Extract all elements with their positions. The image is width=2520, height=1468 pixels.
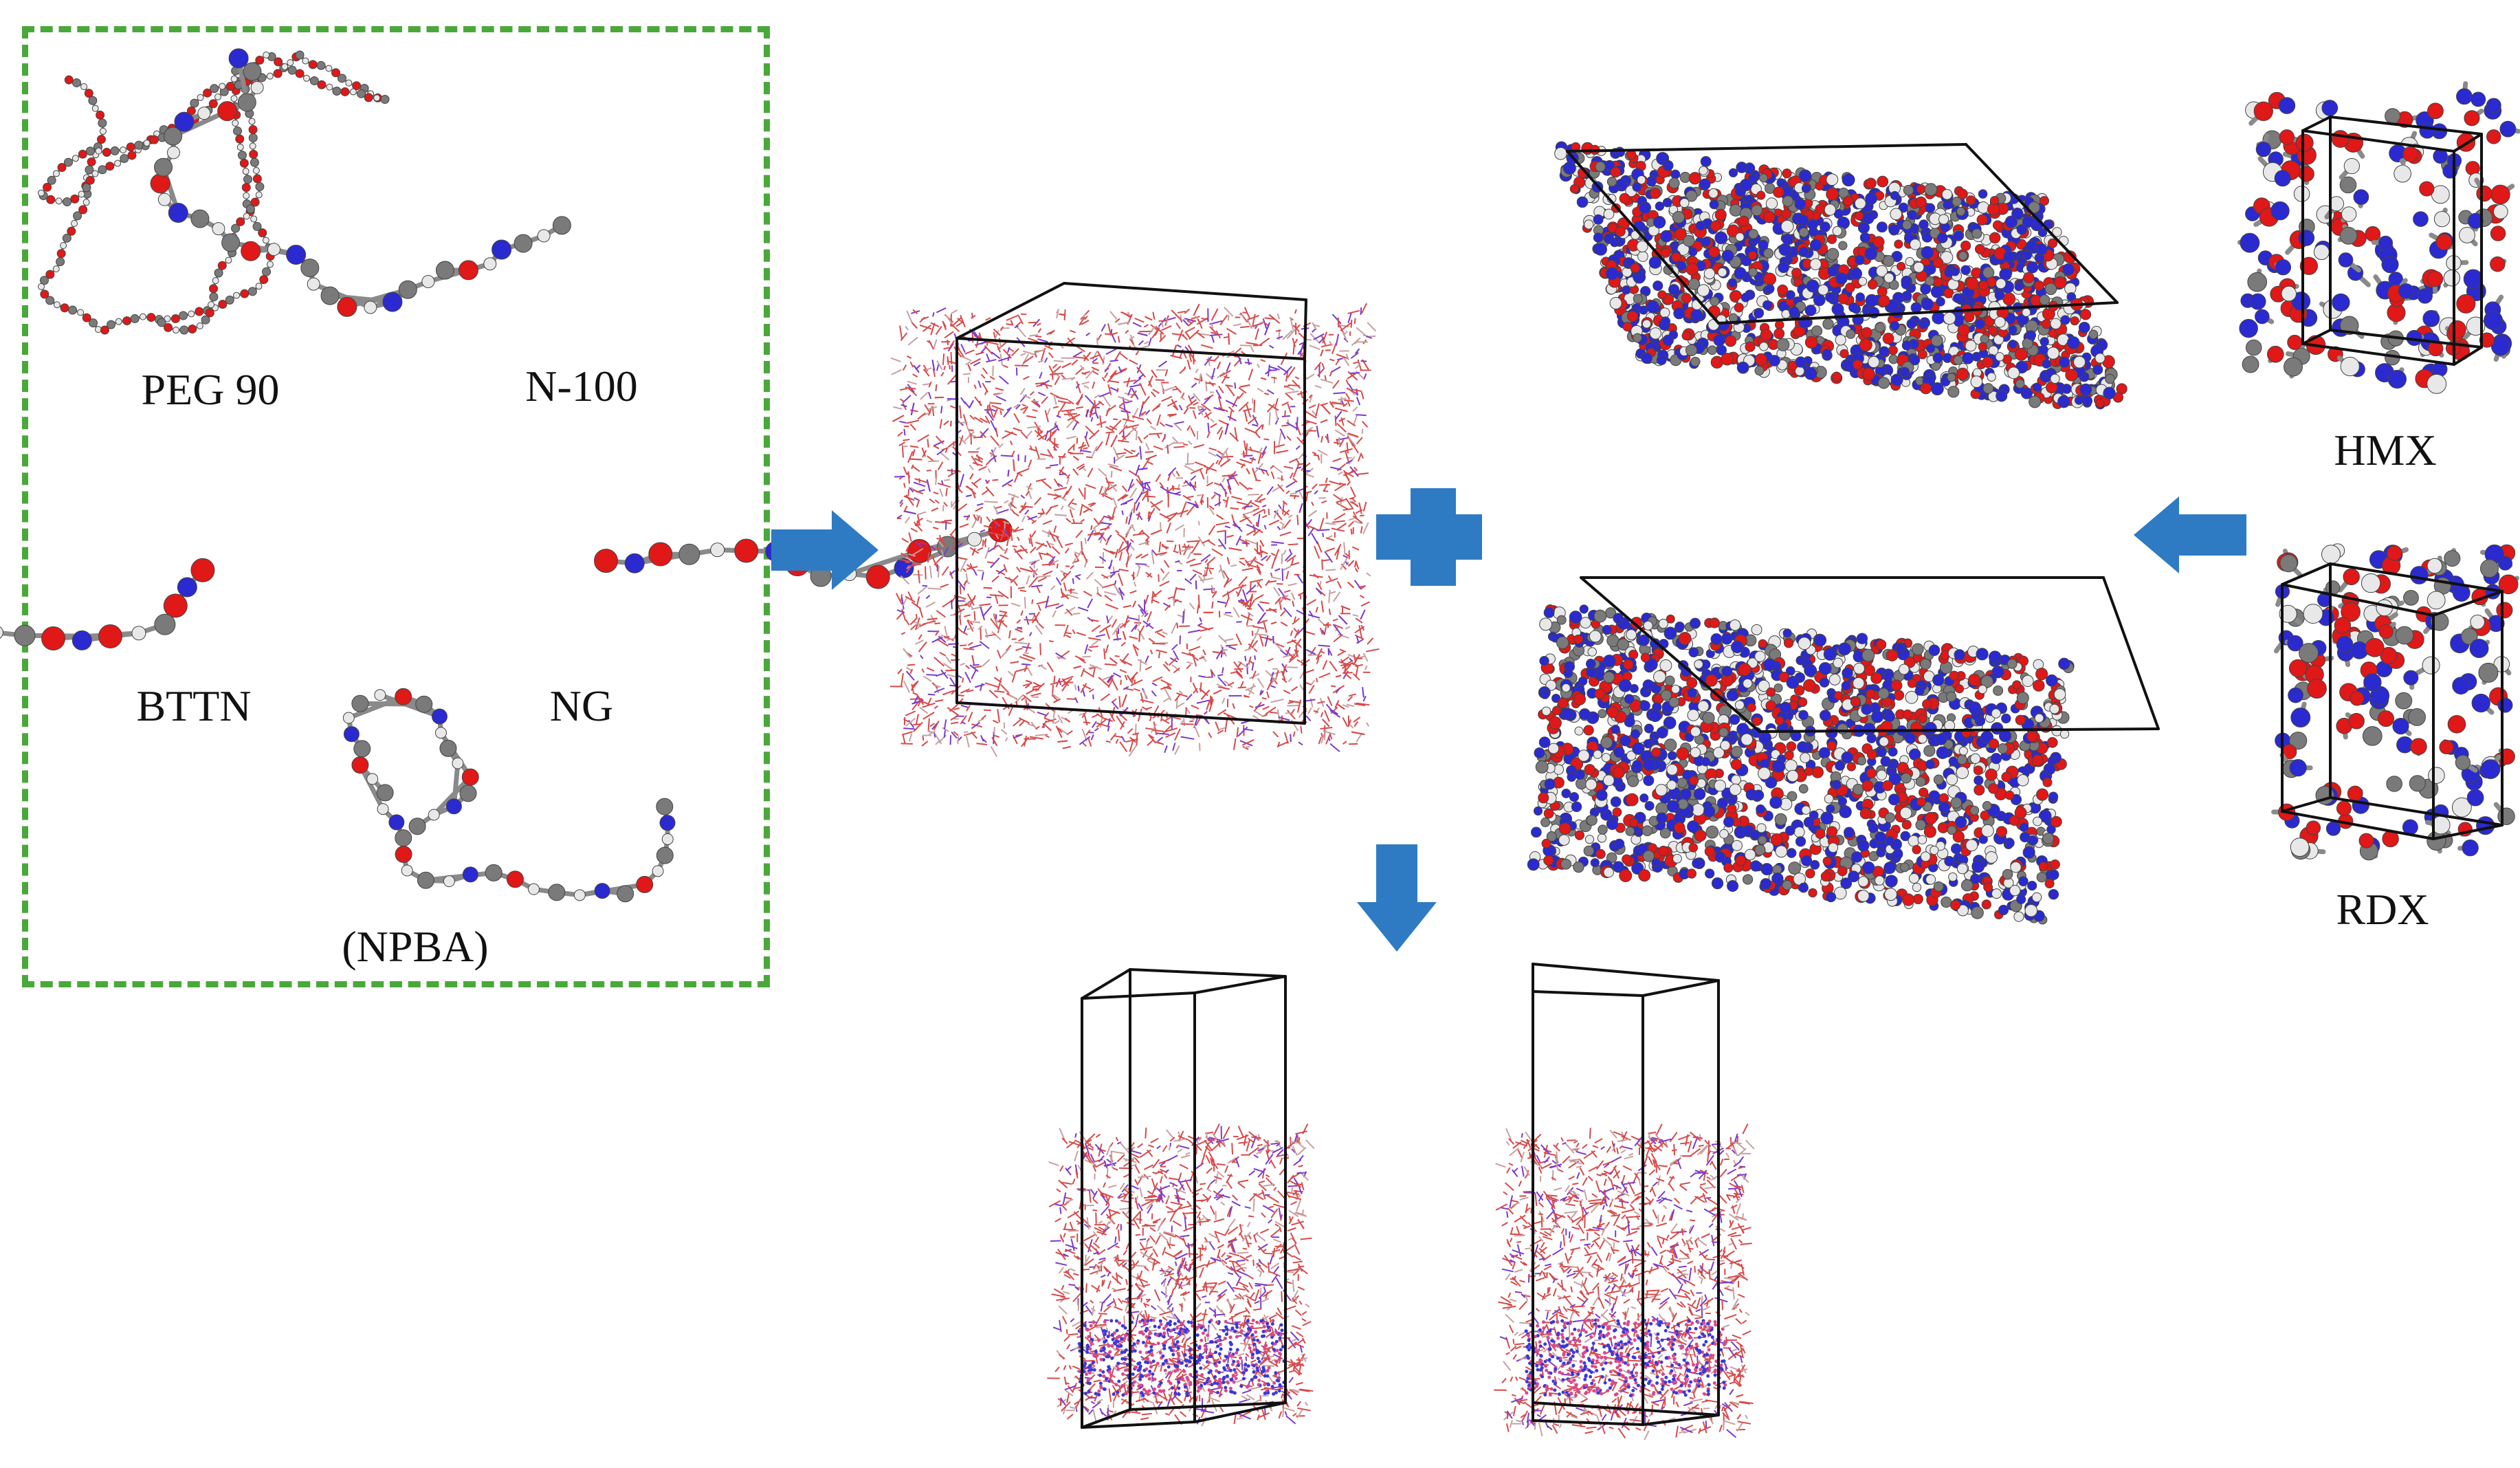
- npba-molecule: [342, 688, 676, 903]
- label-rdx: RDX: [2336, 885, 2429, 934]
- label-hmx: HMX: [2334, 426, 2437, 474]
- rdx-binder-interface-model: [1494, 963, 1755, 1440]
- hmx-binder-interface-model: [1047, 968, 1315, 1429]
- hmx-crystal-slab: [1554, 141, 2127, 410]
- label-ng: NG: [549, 681, 614, 730]
- label-peg90: PEG 90: [141, 365, 280, 414]
- peg90-molecule: [38, 50, 390, 335]
- binder-components-box: [22, 26, 770, 987]
- rdx-crystal-slab: [1527, 576, 2160, 925]
- n100-molecule: [150, 48, 571, 317]
- label-npba: (NPBA): [342, 922, 489, 971]
- label-n100: N-100: [525, 362, 638, 410]
- arrow-down-icon: [1357, 844, 1437, 952]
- plus-icon: [1376, 488, 1482, 586]
- arrow-left-icon: [2134, 496, 2246, 573]
- rdx-unit-cell: [2271, 543, 2520, 861]
- label-bttn: BTTN: [136, 681, 252, 730]
- hmx-unit-cell: [2237, 81, 2520, 394]
- bttn-molecule: [0, 558, 215, 651]
- binder-amorphous-cell: [889, 282, 1380, 757]
- arrow-right-icon: [771, 510, 878, 590]
